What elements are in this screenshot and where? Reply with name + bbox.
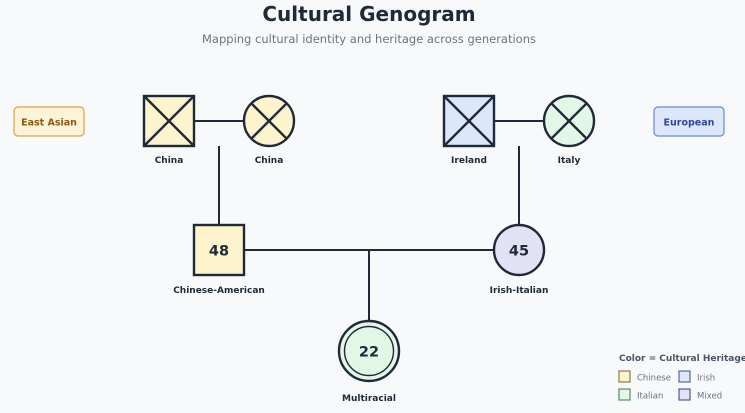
index-person-ring — [343, 325, 395, 377]
page-title: Cultural Genogram — [262, 2, 475, 26]
relationship-lines — [194, 120, 544, 321]
region-tag-left-label: East Asian — [21, 118, 77, 129]
child-index-person[interactable]: 22 Multiracial — [337, 319, 401, 404]
age-value: 45 — [509, 244, 529, 260]
legend: Color = Cultural Heritage Chinese Irish … — [618, 354, 745, 402]
region-tag-right: European — [653, 106, 725, 137]
region-tag-right-label: European — [664, 118, 715, 129]
legend-item-italian: Italian — [618, 388, 663, 402]
legend-item-irish: Irish — [678, 370, 715, 384]
deceased-cross-icon — [550, 102, 588, 140]
person-label: China — [255, 156, 284, 166]
legend-item-label: Chinese — [637, 374, 671, 384]
person-label: China — [155, 156, 184, 166]
person-label: Ireland — [451, 156, 487, 166]
person-label: Italy — [558, 156, 581, 166]
legend-item-label: Italian — [637, 392, 663, 402]
father[interactable]: 48 Chinese-American — [173, 223, 265, 296]
page-subtitle: Mapping cultural identity and heritage a… — [202, 32, 536, 46]
deceased-cross-icon — [143, 95, 195, 147]
person-label: Irish-Italian — [490, 286, 549, 296]
region-tag-left: East Asian — [13, 106, 85, 137]
legend-item-chinese: Chinese — [618, 370, 671, 384]
legend-title: Color = Cultural Heritage — [619, 354, 745, 364]
mother[interactable]: 45 Irish-Italian — [490, 223, 549, 296]
age-value: 48 — [209, 244, 229, 260]
legend-item-label: Mixed — [697, 392, 722, 402]
person-label: Chinese-American — [173, 286, 265, 296]
age-value: 22 — [359, 345, 379, 361]
legend-item-label: Irish — [697, 374, 715, 384]
maternal-grandmother[interactable]: Italy — [542, 94, 596, 166]
legend-item-mixed: Mixed — [678, 388, 722, 402]
paternal-grandfather[interactable]: China — [142, 94, 196, 166]
deceased-cross-icon — [443, 95, 495, 147]
paternal-grandmother[interactable]: China — [242, 94, 296, 166]
person-label: Multiracial — [342, 394, 396, 404]
maternal-grandfather[interactable]: Ireland — [442, 94, 496, 166]
deceased-cross-icon — [250, 102, 288, 140]
